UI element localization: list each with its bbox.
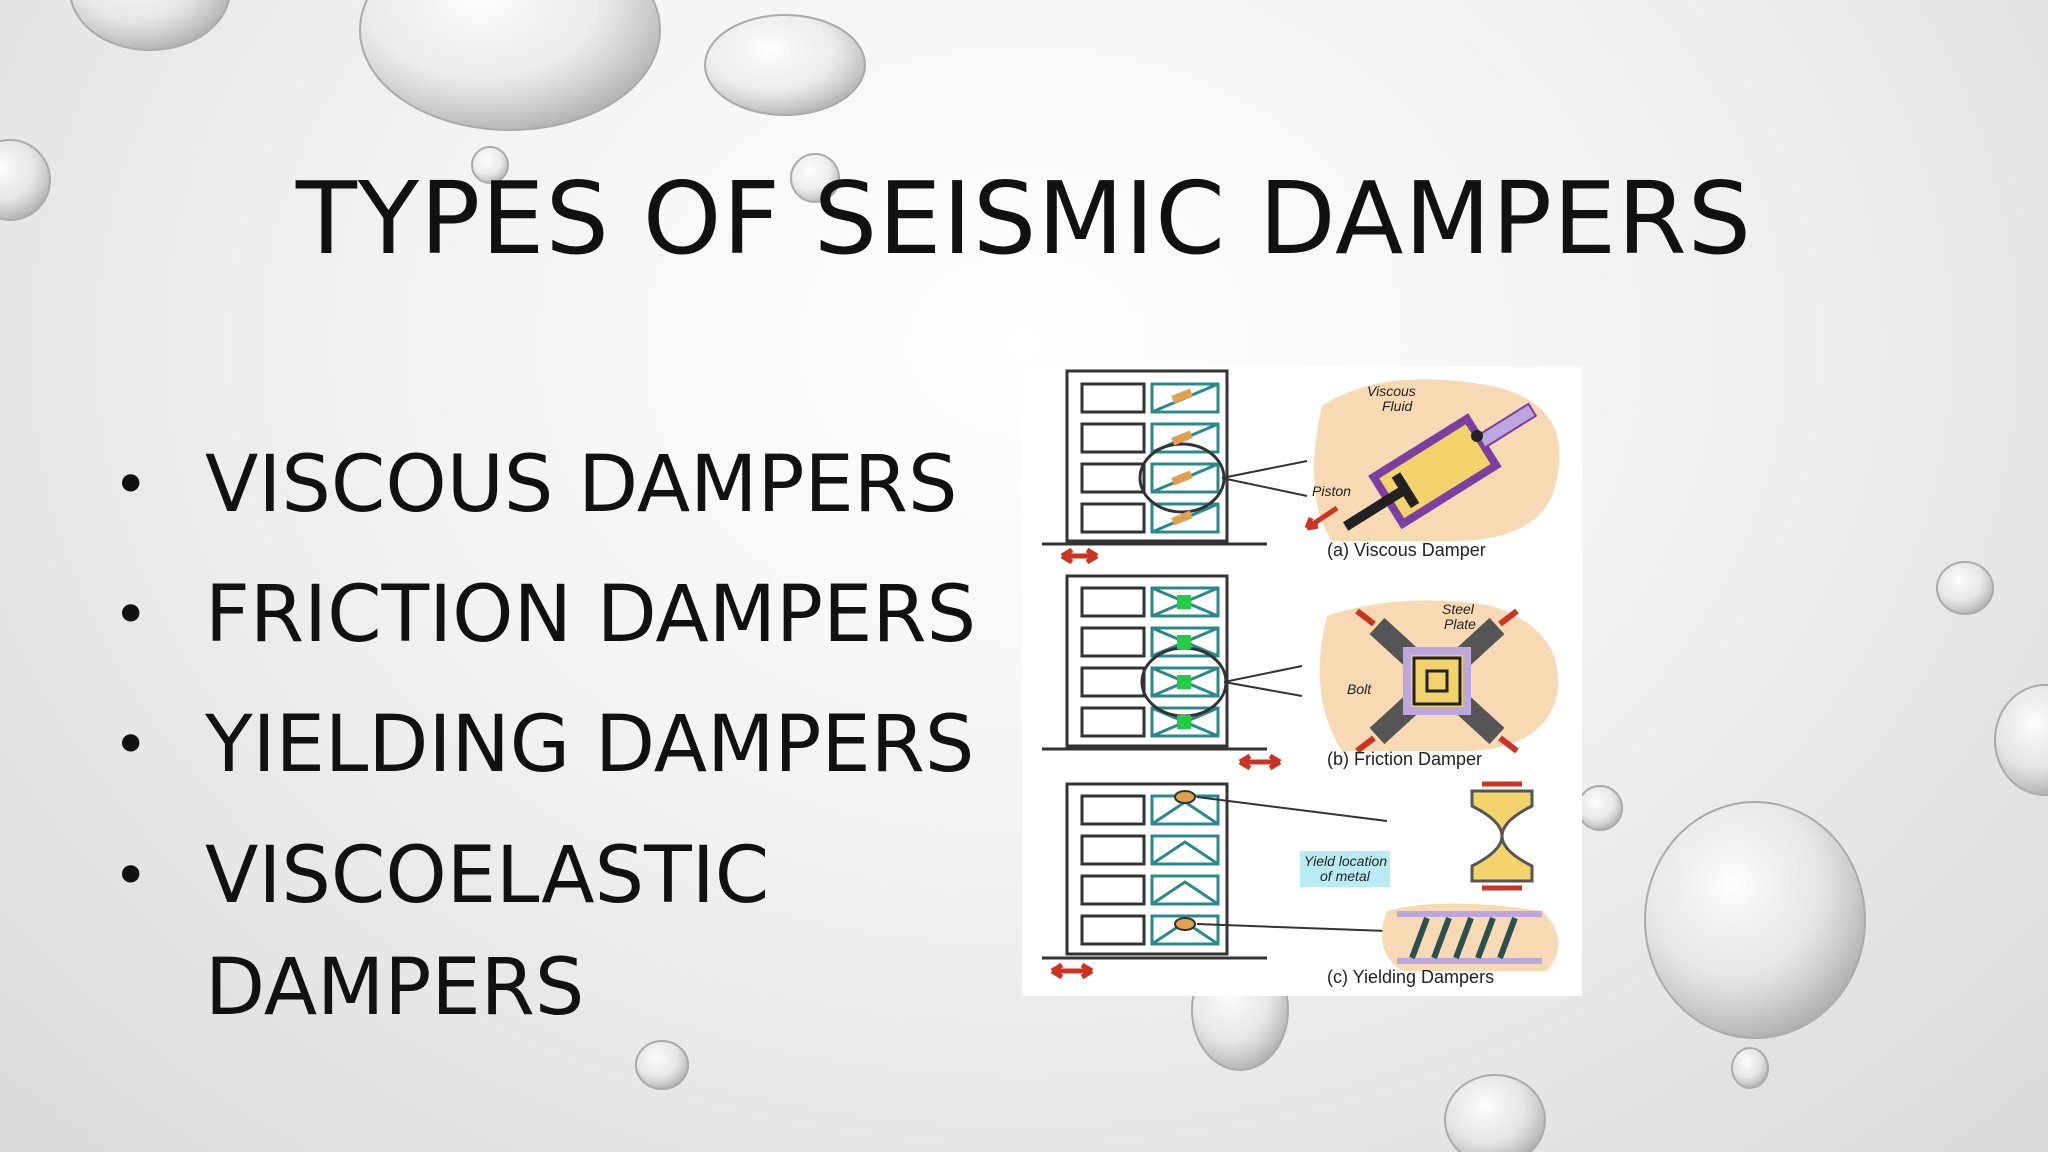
steel-plate-label: Steel — [1442, 601, 1475, 617]
friction-pad — [1177, 595, 1191, 609]
viscous-damper-mark — [1171, 470, 1193, 486]
water-drop — [1444, 1074, 1546, 1152]
callout-line — [1196, 923, 1388, 932]
bullet-item: • VISCOELASTIC DAMPERS — [105, 820, 1005, 1044]
viscous-damper-mark — [1171, 430, 1193, 446]
ground-arrow — [1060, 547, 1099, 565]
steel-plate-label: Plate — [1444, 616, 1476, 632]
yielding-plate-detail — [1470, 781, 1534, 891]
bolt-label: Bolt — [1347, 681, 1372, 697]
friction-caption: (b) Friction Damper — [1327, 749, 1482, 769]
callout-line — [1221, 460, 1308, 479]
bullet-text: FRICTION DAMPERS — [205, 570, 977, 660]
force-arrow — [1355, 608, 1519, 754]
friction-damper-detail — [1369, 617, 1505, 745]
water-drop — [70, 0, 230, 51]
yield-label-box — [1300, 851, 1390, 887]
piston-label: Piston — [1312, 483, 1351, 499]
water-drop — [1731, 1047, 1769, 1089]
yielding-caption: (c) Yielding Dampers — [1327, 967, 1494, 987]
yielding-bar-detail — [1397, 911, 1542, 964]
bullet-item: • VISCOUS DAMPERS — [105, 420, 1005, 550]
bullet-text: VISCOELASTIC DAMPERS — [205, 831, 770, 1033]
water-drop — [1936, 561, 1994, 615]
piston-arrow — [1304, 505, 1339, 531]
friction-pad — [1177, 715, 1191, 729]
bullet-icon: • — [113, 450, 149, 520]
viscous-caption: (a) Viscous Damper — [1327, 540, 1486, 560]
bullet-icon: • — [113, 841, 149, 911]
bullet-list: • VISCOUS DAMPERS • FRICTION DAMPERS • YIEL… — [105, 420, 1005, 1044]
callout-line — [1223, 665, 1303, 683]
dampers-diagram: Viscous Fluid Piston (a) Viscous Damper … — [1022, 366, 1582, 996]
callout-line — [1196, 796, 1388, 822]
bullet-text: YIELDING DAMPERS — [205, 700, 975, 790]
viscous-damper-mark — [1171, 510, 1193, 526]
viscous-fluid-label: Fluid — [1382, 398, 1414, 414]
viscous-fluid-label: Viscous — [1367, 383, 1416, 399]
water-drop — [359, 0, 661, 131]
water-drop — [635, 1040, 689, 1090]
yield-mark — [1174, 790, 1196, 804]
callout-line — [1221, 477, 1308, 497]
water-drop — [1994, 684, 2048, 796]
friction-building — [1042, 574, 1267, 751]
viscous-damper-mark — [1171, 388, 1193, 404]
friction-pad — [1177, 635, 1191, 649]
bullet-icon: • — [113, 710, 149, 780]
ground-arrow — [1050, 962, 1094, 980]
bullet-item: • YIELDING DAMPERS — [105, 680, 1005, 810]
callout-line — [1223, 681, 1303, 697]
bullet-item: • FRICTION DAMPERS — [105, 550, 1005, 680]
viscous-damper-detail — [1342, 402, 1538, 531]
water-drop — [1644, 801, 1866, 1039]
ground-arrow — [1238, 753, 1282, 771]
bullet-icon: • — [113, 580, 149, 650]
yield-mark — [1174, 917, 1196, 931]
bullet-text: VISCOUS DAMPERS — [205, 440, 958, 530]
slide-title: TYPES OF SEISMIC DAMPERS — [295, 160, 1753, 277]
yield-location-label: Yield location — [1304, 853, 1387, 869]
water-drop — [704, 14, 866, 116]
water-drop — [1577, 785, 1623, 831]
friction-pad — [1177, 675, 1191, 689]
yield-location-label: of metal — [1320, 868, 1371, 884]
